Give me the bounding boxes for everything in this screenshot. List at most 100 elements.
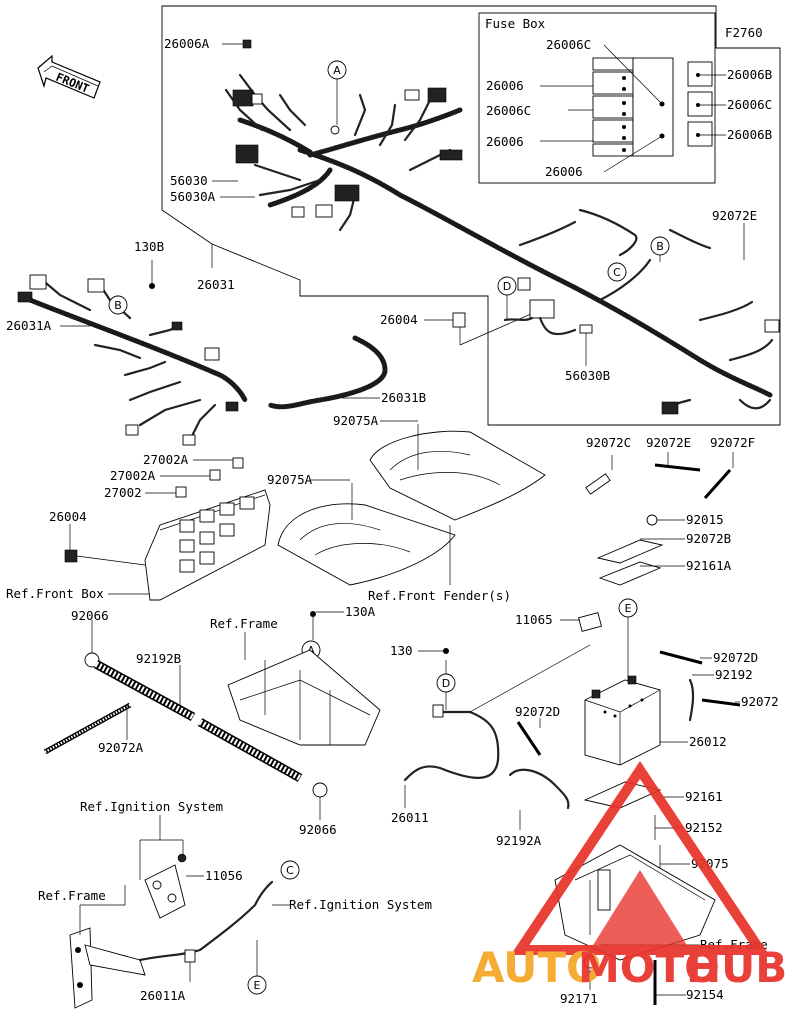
harness-26031a [17, 274, 248, 446]
mid-frame [227, 611, 381, 746]
watermark-part1: AUTO [472, 943, 602, 992]
label-26012: 26012 [689, 734, 727, 749]
fuse-label-right-2: 26006C [727, 97, 772, 112]
label-92072E: 92072E [646, 435, 691, 450]
callout-d-mid-label: D [442, 677, 450, 690]
callout-e-battery-label: E [625, 602, 632, 615]
callout-c-top: C [607, 262, 627, 282]
watermark-logo: AUTO MOTO HUB [472, 760, 787, 992]
label-92192B: 92192B [136, 651, 181, 666]
part-labels: 26006A 56030 56030A 130B 26031 26031A 26… [6, 36, 779, 1006]
relay-bracket-assembly [452, 277, 593, 366]
callout-e-battery: E [618, 598, 638, 680]
callout-c-bottom-label: C [286, 864, 294, 877]
label-92066-bottom: 92066 [299, 822, 337, 837]
label-92072A: 92072A [98, 740, 144, 755]
callout-a-top-label: A [333, 64, 341, 77]
figure-code: F2760 [725, 25, 763, 40]
label-130B: 130B [134, 239, 164, 254]
fuse-box: Fuse Box 26006C 26006 26006C 26006 26006… [485, 16, 772, 179]
callout-d-top-label: D [503, 280, 511, 293]
ref-front-box: Ref.Front Box [6, 586, 104, 601]
label-92192A: 92192A [496, 833, 542, 848]
label-92075A-mid: 92075A [267, 472, 313, 487]
label-130A: 130A [345, 604, 376, 619]
label-92171: 92171 [560, 991, 598, 1006]
fuse-box-title: Fuse Box [485, 16, 546, 31]
front-fender [277, 424, 546, 586]
callout-e-bottom-label: E [254, 979, 261, 992]
battery-26012 [508, 612, 741, 810]
label-92072F: 92072F [710, 435, 755, 450]
reference-labels: Ref.Front Box Ref.Front Fender(s) Ref.Fr… [6, 586, 768, 952]
fuse-label-left-5: 26006 [545, 164, 583, 179]
label-92072D-left: 92072D [515, 704, 560, 719]
label-27002A-1: 27002A [143, 452, 189, 467]
harness-26031b [267, 335, 388, 410]
front-arrow-icon: FRONT [37, 54, 101, 99]
fuse-label-left-3: 26006C [486, 103, 531, 118]
label-92072C: 92072C [586, 435, 631, 450]
fuse-label-left-4: 26006 [486, 134, 524, 149]
main-harness-frame [161, 5, 781, 426]
callout-b-left-label: B [114, 299, 122, 312]
front-box-panel [64, 457, 271, 601]
label-26006A: 26006A [164, 36, 210, 51]
main-wiring-harness [224, 39, 780, 415]
label-26031A: 26031A [6, 318, 52, 333]
ignition-bracket [139, 815, 187, 919]
label-26031: 26031 [197, 277, 235, 292]
label-92152: 92152 [685, 820, 723, 835]
callout-d-top: D [497, 276, 517, 320]
fuse-label-right-3: 26006B [727, 127, 772, 142]
label-92192: 92192 [715, 667, 753, 682]
callout-b-left: B [108, 295, 128, 315]
callout-d-mid: D [436, 660, 456, 710]
callout-b-right: B [650, 236, 670, 262]
fuse-label-left-2: 26006 [486, 78, 524, 93]
cable-26011a [138, 880, 274, 982]
ref-ignition-mid: Ref.Ignition System [289, 897, 432, 912]
ref-frame-left: Ref.Frame [38, 888, 106, 903]
label-92072: 92072 [741, 694, 779, 709]
watermark-part3: HUB [686, 943, 787, 992]
label-92161A: 92161A [686, 558, 732, 573]
bottom-left-frame [69, 885, 146, 1009]
callout-c-top-label: C [613, 266, 621, 279]
ref-front-fender: Ref.Front Fender(s) [368, 588, 511, 603]
label-92015: 92015 [686, 512, 724, 527]
fuse-label-left-1: 26006C [546, 37, 591, 52]
label-11065: 11065 [515, 612, 553, 627]
ref-frame-mid: Ref.Frame [210, 616, 278, 631]
label-92154: 92154 [686, 987, 724, 1002]
label-27002: 27002 [104, 485, 142, 500]
label-92072D-right: 92072D [713, 650, 758, 665]
label-26011A: 26011A [140, 988, 186, 1003]
label-56030: 56030 [170, 173, 208, 188]
left-cable-ties [43, 260, 328, 798]
label-130: 130 [390, 643, 413, 658]
label-92072B: 92072B [686, 531, 731, 546]
label-56030A: 56030A [170, 189, 216, 204]
label-92072E-top: 92072E [712, 208, 757, 223]
fuse-box-frame [478, 12, 716, 184]
callout-b-right-label: B [656, 240, 664, 253]
callout-c-bottom: C [280, 860, 300, 880]
ref-ignition-top: Ref.Ignition System [80, 799, 223, 814]
label-26011: 26011 [391, 810, 429, 825]
label-26004-top: 26004 [380, 312, 418, 327]
label-92066-top: 92066 [71, 608, 109, 623]
fuse-label-right-1: 26006B [727, 67, 772, 82]
watermark-part2: MOTO [578, 943, 720, 992]
label-26004-left: 26004 [49, 509, 87, 524]
label-92161: 92161 [685, 789, 723, 804]
label-11056: 11056 [205, 868, 243, 883]
callout-e-bottom: E [247, 940, 267, 995]
label-27002A-2: 27002A [110, 468, 156, 483]
label-92075A-top: 92075A [333, 413, 379, 428]
leader-lines [60, 43, 745, 996]
callout-a-top: A [327, 60, 347, 125]
label-56030B: 56030B [565, 368, 610, 383]
battery-cable-26011 [403, 644, 591, 782]
